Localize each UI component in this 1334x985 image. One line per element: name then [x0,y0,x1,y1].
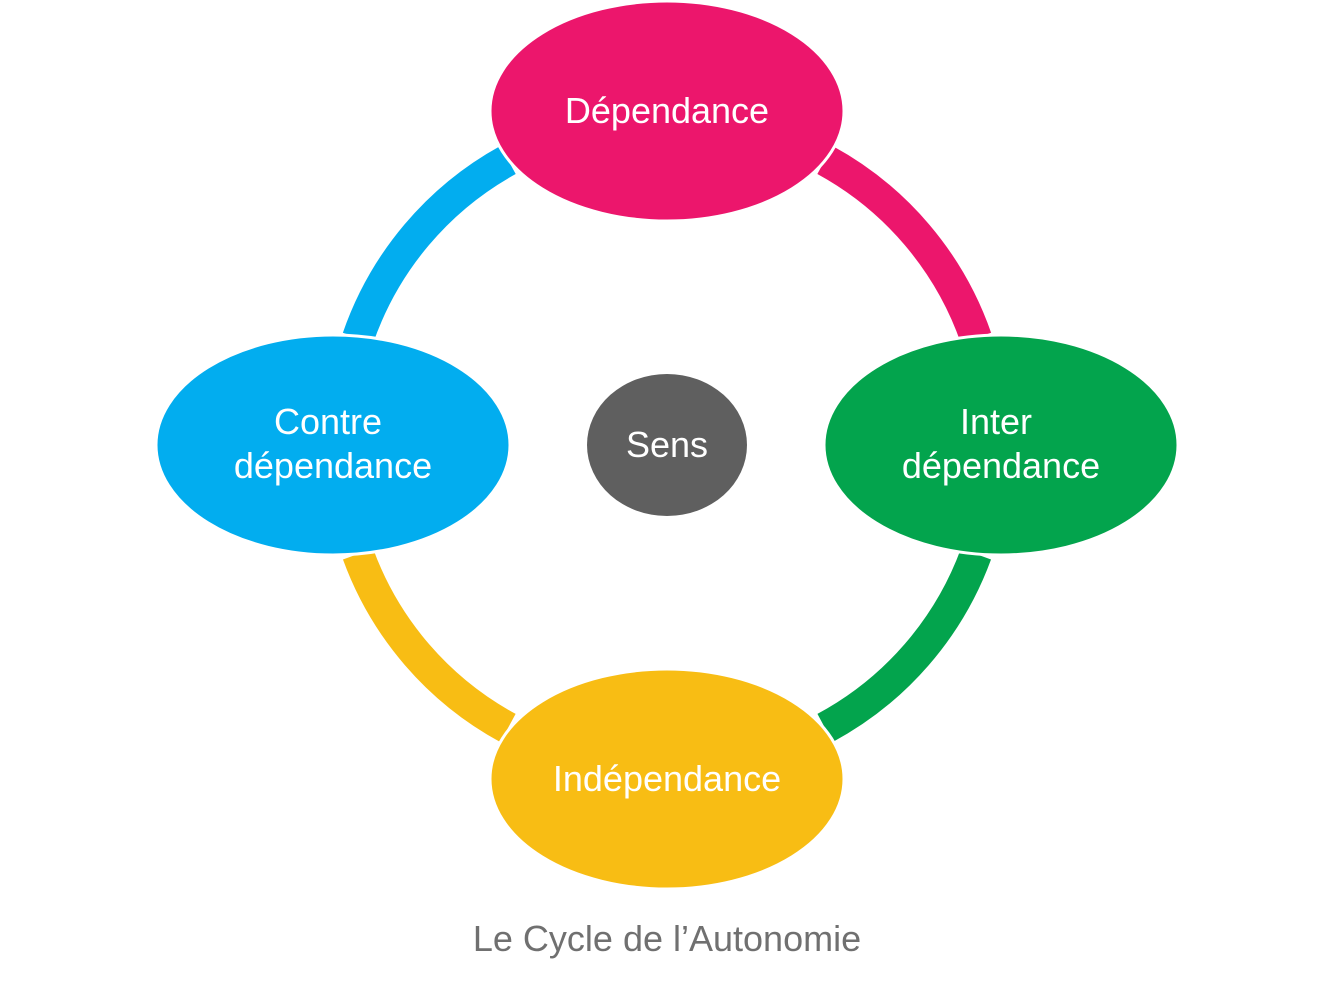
node-contredependance-label: Contre dépendance [234,401,432,486]
node-independance-label: Indépendance [553,758,781,799]
node-contredependance: Contre dépendance [154,333,512,557]
node-dependance: Dépendance [488,0,846,223]
node-independance: Indépendance [488,667,846,891]
node-interdependance-label: Inter dépendance [902,401,1100,486]
arc-dependance-to-interdependance [817,145,992,344]
node-dependance-label: Dépendance [565,90,769,131]
arc-interdependance-to-independance [817,548,992,743]
diagram-caption: Le Cycle de l’Autonomie [472,918,862,959]
center-node-label: Sens [626,424,708,465]
arc-contredependance-to-dependance [342,145,516,344]
node-interdependance: Inter dépendance [822,333,1180,557]
center-node-sens: Sens [587,374,747,516]
arc-independance-to-contredependance [342,548,516,743]
